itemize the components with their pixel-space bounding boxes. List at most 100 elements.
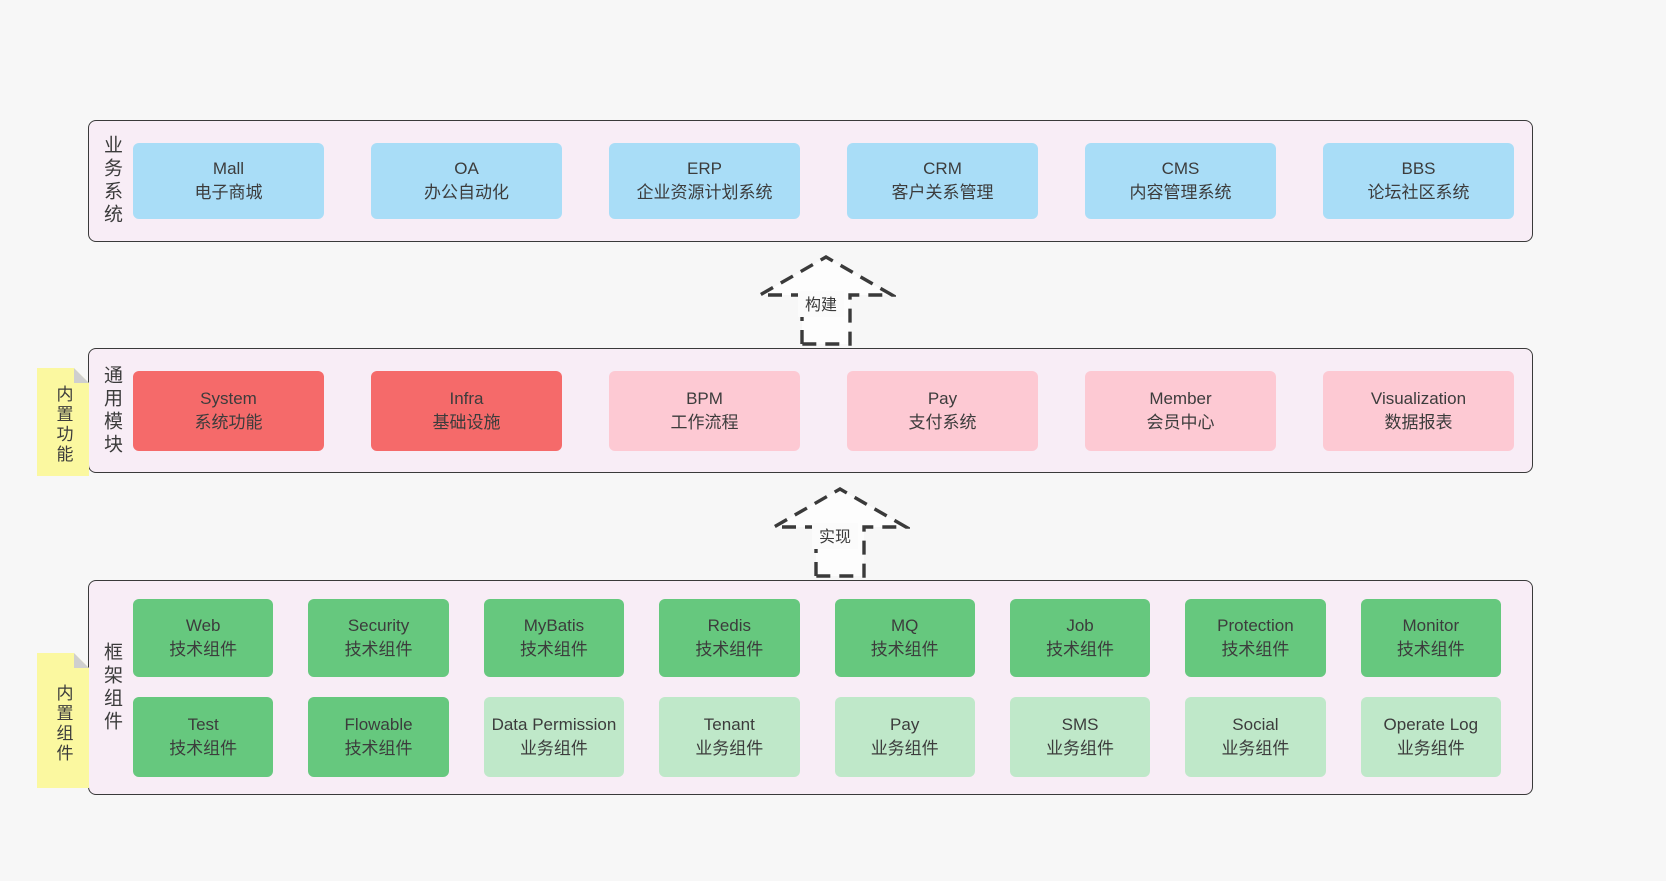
box-subtitle: 技术组件	[344, 738, 413, 758]
box-subtitle: 内容管理系统	[1129, 183, 1232, 202]
box-name: MyBatis	[523, 615, 585, 635]
arrow-label: 构建	[805, 296, 837, 314]
box-bpm: BPM 工作流程	[609, 370, 800, 451]
box-test: Test 技术组件	[133, 696, 274, 777]
box-subtitle: 业务组件	[870, 738, 939, 758]
box-name: CMS	[1161, 159, 1200, 178]
box-oa: OA 办公自动化	[371, 143, 562, 219]
layer-label-common: 通用模块	[101, 364, 122, 457]
box-social: Social 业务组件	[1185, 696, 1326, 777]
layer-label-business: 业务系统	[101, 135, 122, 227]
box-subtitle: 技术组件	[169, 738, 238, 758]
box-web: Web 技术组件	[133, 598, 274, 677]
box-subtitle: 业务组件	[1221, 738, 1290, 758]
box-subtitle: 技术组件	[1221, 639, 1290, 659]
box-subtitle: 数据报表	[1384, 412, 1453, 432]
box-subtitle: 电子商城	[194, 183, 263, 202]
box-infra: Infra 基础设施	[371, 370, 562, 451]
box-pay-component: Pay 业务组件	[834, 696, 975, 777]
box-name: Operate Log	[1383, 714, 1479, 734]
box-mybatis: MyBatis 技术组件	[483, 598, 625, 677]
sticky-text: 内置组件	[53, 683, 73, 764]
box-operate-log: Operate Log 业务组件	[1360, 696, 1501, 777]
box-name: Member	[1149, 388, 1212, 408]
box-subtitle: 支付系统	[908, 412, 977, 432]
box-name: Visualization	[1370, 388, 1467, 408]
box-tenant: Tenant 业务组件	[659, 696, 800, 777]
box-security: Security 技术组件	[308, 598, 449, 677]
folded-corner-icon	[74, 368, 89, 383]
box-crm: CRM 客户关系管理	[847, 143, 1038, 219]
box-name: Tenant	[703, 714, 755, 734]
box-redis: Redis 技术组件	[659, 598, 800, 677]
box-job: Job 技术组件	[1009, 598, 1151, 677]
box-name: Social	[1232, 714, 1279, 734]
box-name: Redis	[707, 615, 752, 635]
framework-box-rows: Web 技术组件 Security 技术组件 MyBatis 技术组件 Redi…	[121, 598, 1532, 777]
box-name: CRM	[923, 159, 962, 178]
box-subtitle: 技术组件	[870, 639, 939, 659]
sticky-text: 内置功能	[53, 385, 73, 465]
box-name: OA	[454, 159, 479, 178]
up-arrow-icon: 实现	[770, 487, 910, 578]
box-name: Mall	[212, 159, 245, 178]
layer-label-framework: 框架组件	[101, 641, 122, 734]
box-name: Job	[1066, 615, 1094, 635]
box-erp: ERP 企业资源计划系统	[609, 143, 800, 219]
box-pay-system: Pay 支付系统	[847, 370, 1038, 451]
layer-common-modules: 通用模块 System 系统功能 Infra 基础设施 BPM 工作流程 Pay…	[88, 348, 1533, 473]
box-subtitle: 系统功能	[194, 412, 263, 432]
box-cms: CMS 内容管理系统	[1085, 143, 1276, 219]
layer-business-systems: 业务系统 Mall 电子商城 OA 办公自动化 ERP 企业资源计划系统 CRM…	[88, 120, 1533, 242]
box-system: System 系统功能	[133, 370, 324, 451]
box-subtitle: 业务组件	[1396, 738, 1465, 758]
box-sms: SMS 业务组件	[1009, 696, 1151, 777]
box-name: Protection	[1217, 615, 1294, 635]
box-subtitle: 技术组件	[1396, 639, 1465, 659]
box-monitor: Monitor 技术组件	[1360, 598, 1501, 677]
box-subtitle: 办公自动化	[424, 183, 509, 202]
box-name: Security	[347, 615, 410, 635]
arrow-build: 构建	[756, 254, 896, 346]
box-name: Flowable	[344, 714, 413, 734]
common-box-grid: System 系统功能 Infra 基础设施 BPM 工作流程 Pay 支付系统…	[133, 370, 1514, 451]
box-name: MQ	[890, 615, 919, 635]
box-subtitle: 会员中心	[1146, 412, 1215, 432]
box-subtitle: 业务组件	[695, 738, 764, 758]
framework-row-2: Test 技术组件 Flowable 技术组件 Data Permission …	[133, 696, 1501, 777]
box-name: Data Permission	[491, 714, 617, 734]
box-data-permission: Data Permission 业务组件	[483, 696, 625, 777]
box-subtitle: 业务组件	[519, 738, 588, 758]
box-visualization: Visualization 数据报表	[1323, 370, 1514, 451]
box-name: BPM	[686, 388, 723, 408]
box-name: Test	[187, 714, 219, 734]
box-subtitle: 客户关系管理	[891, 183, 994, 202]
box-mall: Mall 电子商城	[133, 143, 324, 219]
layer-framework-components: 框架组件 Web 技术组件 Security 技术组件 MyBatis 技术组件…	[88, 580, 1533, 795]
folded-corner-icon	[74, 653, 89, 668]
box-subtitle: 论坛社区系统	[1367, 183, 1470, 202]
sticky-note-built-in-functions: 内置功能	[37, 368, 89, 476]
box-name: Web	[185, 615, 221, 635]
arrow-label: 实现	[819, 528, 851, 546]
box-subtitle: 技术组件	[344, 639, 413, 659]
up-arrow-icon: 构建	[756, 255, 896, 346]
box-subtitle: 企业资源计划系统	[636, 183, 773, 202]
box-member: Member 会员中心	[1085, 370, 1276, 451]
box-name: ERP	[687, 159, 722, 178]
box-name: Infra	[449, 388, 484, 408]
arrow-implement: 实现	[770, 486, 910, 578]
box-subtitle: 技术组件	[169, 639, 238, 659]
box-name: Pay	[890, 714, 920, 734]
box-subtitle: 技术组件	[695, 639, 764, 659]
box-subtitle: 基础设施	[432, 412, 501, 432]
box-name: Pay	[927, 388, 958, 408]
box-subtitle: 业务组件	[1046, 738, 1115, 758]
box-bbs: BBS 论坛社区系统	[1323, 143, 1514, 219]
box-protection: Protection 技术组件	[1185, 598, 1326, 677]
box-name: SMS	[1061, 714, 1099, 734]
box-name: BBS	[1401, 159, 1436, 178]
box-subtitle: 技术组件	[1046, 639, 1115, 659]
sticky-note-built-in-components: 内置组件	[37, 653, 89, 788]
framework-row-1: Web 技术组件 Security 技术组件 MyBatis 技术组件 Redi…	[133, 598, 1501, 677]
